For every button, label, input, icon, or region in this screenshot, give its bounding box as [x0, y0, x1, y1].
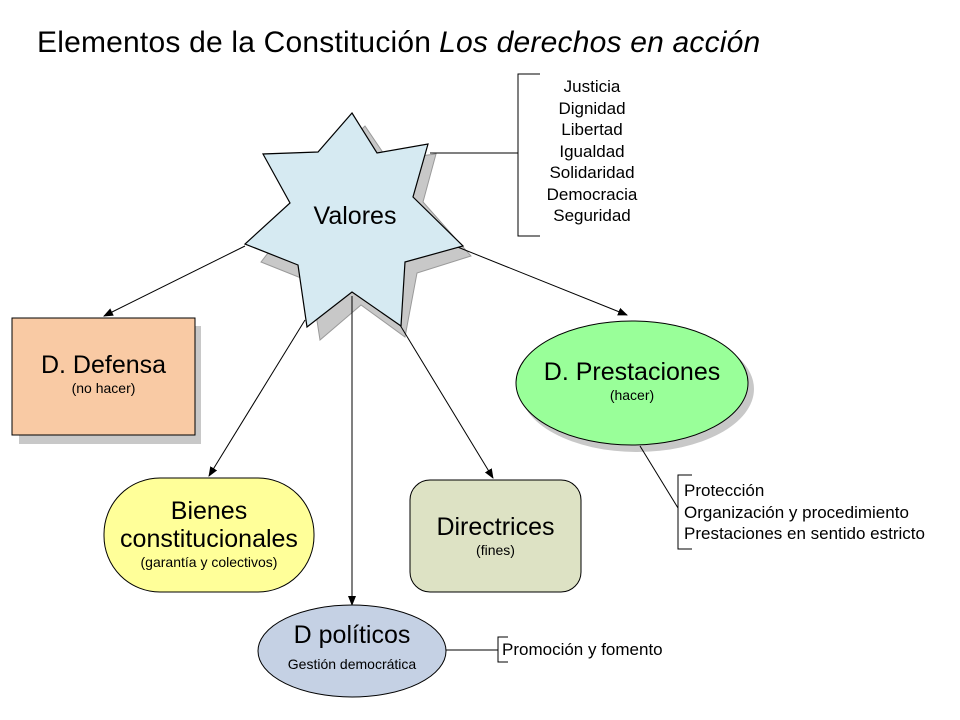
directrices-sublabel: (fines) [476, 542, 515, 558]
prestaciones-label: D. Prestaciones [543, 358, 721, 386]
title-subtitle: Los derechos en acción [439, 26, 761, 59]
list-item: Protección [684, 481, 765, 500]
bienes-sublabel: (garantía y colectivos) [140, 554, 278, 570]
arrow-to-directrices [399, 324, 494, 479]
politicos-sublabel: Gestión democrática [287, 656, 417, 672]
connectors [103, 245, 628, 606]
prestaciones-sublabel: (hacer) [609, 387, 655, 403]
politicos-list: Promoción y fomento [502, 639, 663, 661]
defensa-label-group: D. Defensa (no hacer) [12, 351, 195, 397]
valores-list: Justicia Dignidad Libertad Igualdad Soli… [536, 76, 648, 227]
politicos-bracket [446, 636, 508, 663]
directrices-label-group: Directrices (fines) [410, 513, 581, 559]
arrow-to-bienes [208, 319, 306, 477]
valores-label: Valores [313, 202, 397, 230]
list-item: Dignidad [558, 98, 626, 118]
prestaciones-ellipse [515, 320, 749, 446]
valores-bracket [430, 73, 540, 237]
list-item: Seguridad [553, 206, 631, 225]
defensa-box [11, 317, 196, 436]
list-item: Justicia [563, 77, 621, 96]
list-item: Igualdad [559, 141, 625, 161]
list-item: Organización y procedimiento [684, 502, 909, 522]
bienes-label-line1: Bienes [170, 497, 248, 525]
arrow-to-defensa [103, 245, 246, 317]
list-item: Democracia [546, 184, 638, 204]
prestaciones-bracket [639, 445, 692, 550]
list-item: Prestaciones en sentido estricto [684, 524, 925, 543]
list-item: Promoción y fomento [502, 640, 663, 659]
bienes-label-group: Bienes constitucionales (garantía y cole… [104, 497, 314, 571]
list-item: Solidaridad [549, 163, 635, 182]
arrow-to-prestaciones [454, 245, 628, 316]
bienes-box [103, 477, 315, 593]
list-item: Libertad [561, 120, 623, 139]
defensa-sublabel: (no hacer) [71, 380, 136, 396]
title-main: Elementos de la Constitución [37, 26, 432, 59]
directrices-label: Directrices [436, 513, 555, 541]
defensa-label: D. Defensa [40, 351, 167, 379]
politicos-ellipse [257, 604, 447, 698]
prestaciones-label-group: D. Prestaciones (hacer) [516, 358, 748, 404]
politicos-label-group: D políticos Gestión democrática [258, 621, 446, 673]
valores-star [243, 111, 465, 329]
directrices-box [409, 479, 582, 593]
politicos-label: D políticos [293, 621, 411, 649]
prestaciones-list: Protección Organización y procedimiento … [684, 480, 925, 545]
bienes-label-line2: constitucionales [120, 525, 298, 553]
